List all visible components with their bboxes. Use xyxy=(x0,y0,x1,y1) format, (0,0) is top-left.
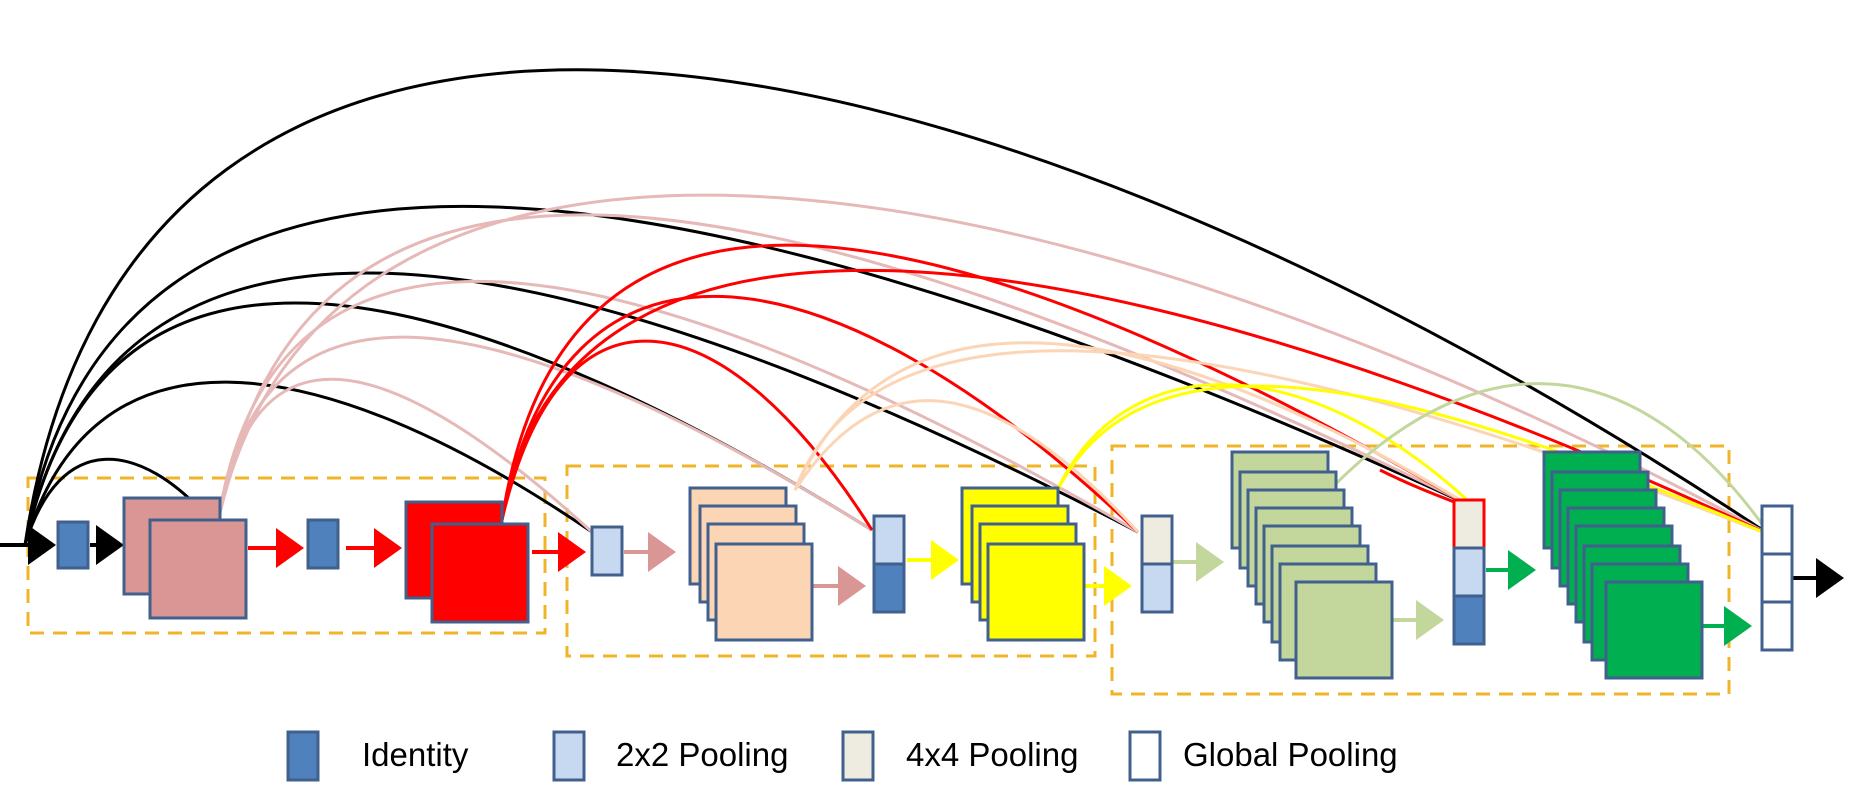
legend-identity-label: Identity xyxy=(362,736,469,773)
skip-connections xyxy=(23,68,1772,546)
legend-pool4-swatch xyxy=(841,730,875,782)
arc-red-to-pool2 xyxy=(500,339,874,531)
arc-red-to-pool3 xyxy=(500,295,1140,534)
yellow-layer-4 xyxy=(986,542,1086,642)
arc-sage-to-output xyxy=(1318,382,1772,536)
legend-global-swatch xyxy=(1128,730,1162,782)
legend: Identity 2x2 Pooling 4x4 Pooling Global … xyxy=(286,730,1398,782)
concat-3-pool4 xyxy=(1452,498,1486,550)
global-pool-cell-3 xyxy=(1760,600,1794,652)
stage-2 xyxy=(688,486,1086,642)
stage-3 xyxy=(1230,450,1704,680)
arc-input-to-pool1 xyxy=(23,380,593,546)
legend-identity-swatch xyxy=(286,730,320,782)
global-pool-cell-2 xyxy=(1760,552,1794,604)
legend-global-label: Global Pooling xyxy=(1183,736,1398,773)
identity-block-2 xyxy=(306,518,340,570)
arc-input-to-block1 xyxy=(23,457,212,546)
arc-red-to-output xyxy=(500,268,1771,537)
concat-3-pool2 xyxy=(1452,546,1486,598)
concat-2-pool xyxy=(872,514,906,566)
arc-yellow-to-concat3 xyxy=(1053,383,1482,514)
arc-input-to-concat3 xyxy=(23,204,1481,546)
arc-block1-to-pool2 xyxy=(216,335,873,532)
legend-pool4-label: 4x4 Pooling xyxy=(906,736,1078,773)
global-pool-cell-1 xyxy=(1760,504,1794,556)
arc-block1-to-concat3 xyxy=(216,213,1481,523)
arc-block1-to-output xyxy=(216,193,1771,537)
concat-2-identity xyxy=(872,562,906,614)
dense-block-2-front xyxy=(430,522,530,624)
arc-peach-to-concat3 xyxy=(793,341,1481,514)
stage-3-box xyxy=(1110,444,1731,696)
pool-4x4-transition-2 xyxy=(1140,514,1174,566)
legend-pool2-swatch xyxy=(552,730,586,782)
arc-input-to-output xyxy=(23,68,1771,546)
arc-peach-to-pool3 xyxy=(793,399,1140,534)
peach-layer-4 xyxy=(714,542,814,642)
identity-block xyxy=(56,520,90,570)
green-layer-8 xyxy=(1604,580,1704,680)
transition-2 xyxy=(1140,514,1174,614)
stage-1 xyxy=(56,496,530,624)
legend-pool2-label: 2x2 Pooling xyxy=(616,736,788,773)
pool-2x2-transition-2 xyxy=(1140,562,1174,614)
arc-red-to-concat3 xyxy=(500,243,1481,521)
concat-3-identity xyxy=(1452,594,1486,646)
pool-2x2-transition-1 xyxy=(590,525,624,577)
output-global-pooling xyxy=(1760,504,1794,652)
dense-block-1-front xyxy=(148,518,248,620)
flow-arrows xyxy=(0,525,1844,646)
sage-layer-8 xyxy=(1294,580,1394,680)
